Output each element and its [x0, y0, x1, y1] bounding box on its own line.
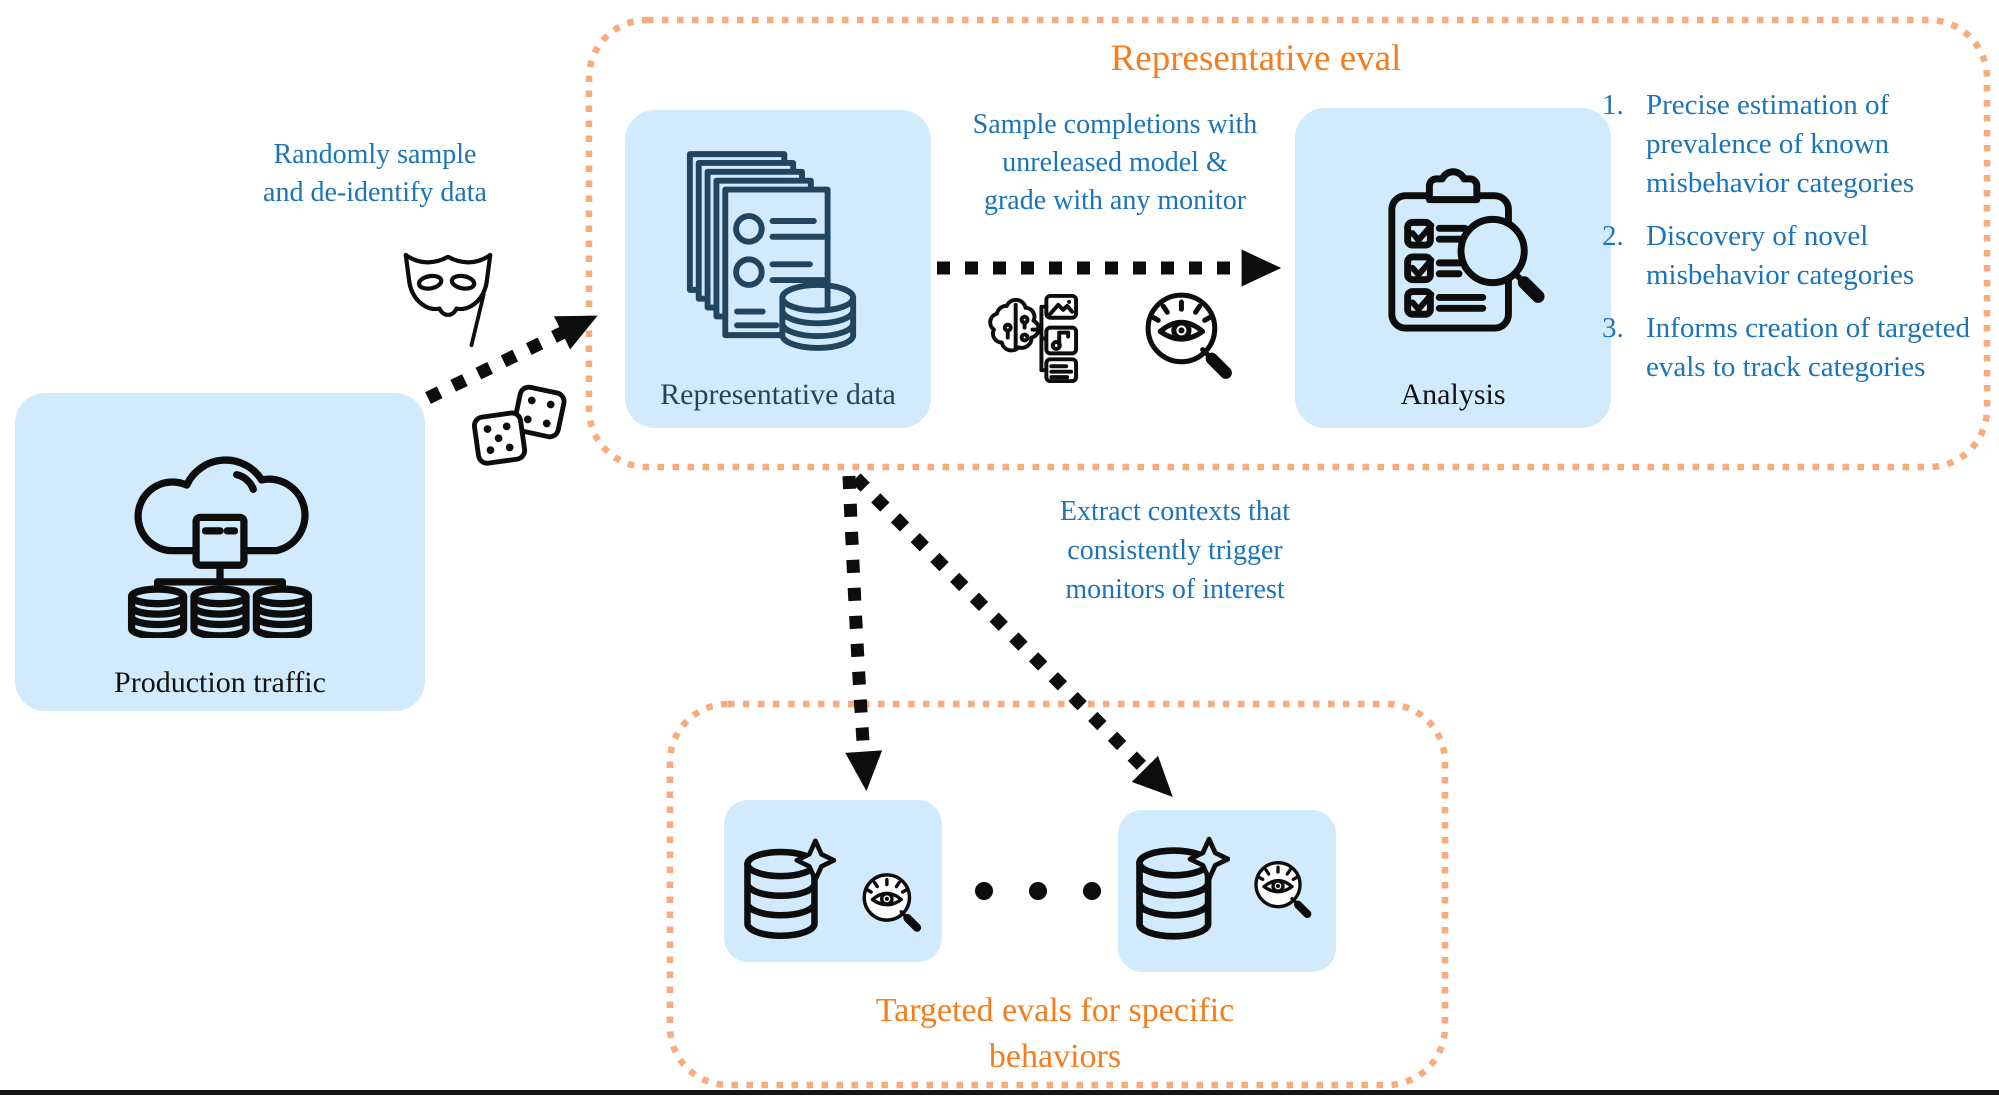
outcome-list: 1. Precise estimation of prevalence of k… [1602, 86, 1998, 401]
outcome-item: 2. Discovery of novel misbehavior catego… [1602, 217, 1998, 295]
analysis-label: Analysis [1400, 378, 1506, 411]
monitor-eye-icon [1248, 856, 1318, 926]
extract-arrow-left [842, 475, 883, 792]
database-sparkle-icon [1130, 836, 1230, 946]
monitor-eye-icon [1136, 285, 1242, 391]
outcome-number: 2. [1602, 220, 1624, 252]
dice-icon [462, 380, 570, 472]
extract-annotation: Extract contexts that consistently trigg… [1059, 496, 1291, 605]
outcome-text: Precise estimation of prevalence of know… [1646, 89, 1915, 199]
representative-eval-title: Representative eval [1110, 38, 1402, 79]
monitor-eye-icon [856, 868, 928, 940]
model-media-icon [981, 290, 1085, 389]
outcome-item: 3. Informs creation of targeted evals to… [1602, 309, 1998, 387]
ellipsis-dots-icon [975, 882, 1101, 900]
sample-annotation: Randomly sample and de-identify data [263, 139, 487, 208]
production-traffic-label: Production traffic [114, 666, 326, 699]
mask-icon [396, 240, 500, 348]
outcome-item: 1. Precise estimation of prevalence of k… [1602, 86, 1998, 203]
outcome-text: Informs creation of targeted evals to tr… [1646, 312, 1970, 383]
outcome-text: Discovery of novel misbehavior categorie… [1646, 220, 1915, 291]
database-sparkle-icon [738, 838, 836, 945]
targeted-evals-title: Targeted evals for specific behaviors [875, 992, 1235, 1075]
outcome-number: 1. [1602, 89, 1624, 121]
outcome-number: 3. [1602, 312, 1624, 344]
representative-data-label: Representative data [660, 378, 896, 411]
cloud-database-icon [115, 430, 325, 638]
clipboard-checklist-icon [1378, 166, 1546, 339]
bottom-border-line [0, 1090, 1999, 1095]
document-stack-icon [682, 146, 864, 358]
completions-annotation: Sample completions with unreleased model… [972, 109, 1258, 216]
